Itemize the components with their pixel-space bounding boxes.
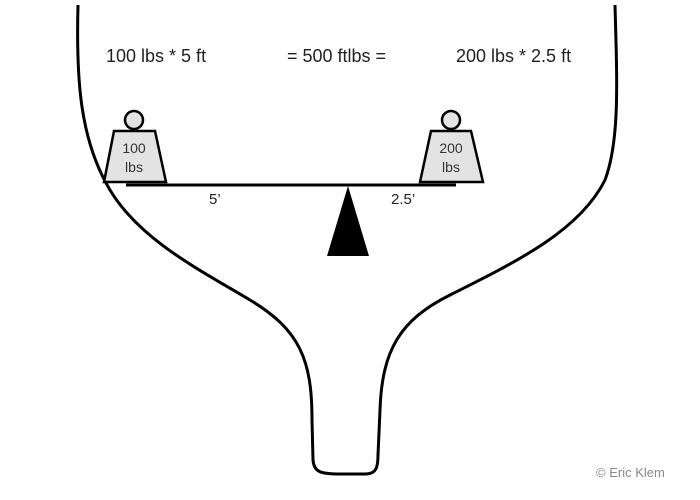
fulcrum <box>327 186 369 256</box>
weight-label-left: 100 lbs <box>114 139 154 177</box>
copyright: © Eric Klem <box>596 465 665 480</box>
weight-unit-left: lbs <box>125 159 143 175</box>
weight-body-left <box>102 129 168 184</box>
distance-left: 5’ <box>209 191 221 208</box>
weight-label-right: 200 lbs <box>431 139 471 177</box>
equation-middle: = 500 ftlbs = <box>287 46 387 66</box>
distance-right: 2.5’ <box>391 191 416 208</box>
weight-unit-right: lbs <box>442 159 460 175</box>
weight-value-left: 100 <box>122 140 146 156</box>
equation-right: 200 lbs * 2.5 ft <box>456 46 572 66</box>
weight-handle-right <box>440 109 462 131</box>
weight-left <box>102 109 168 184</box>
weight-right <box>418 109 485 184</box>
equation-left: 100 lbs * 5 ft <box>106 46 207 66</box>
weight-body-right <box>418 129 485 184</box>
bowl-outline <box>76 4 619 476</box>
weight-handle-left <box>123 109 145 131</box>
weight-value-right: 200 <box>439 140 463 156</box>
